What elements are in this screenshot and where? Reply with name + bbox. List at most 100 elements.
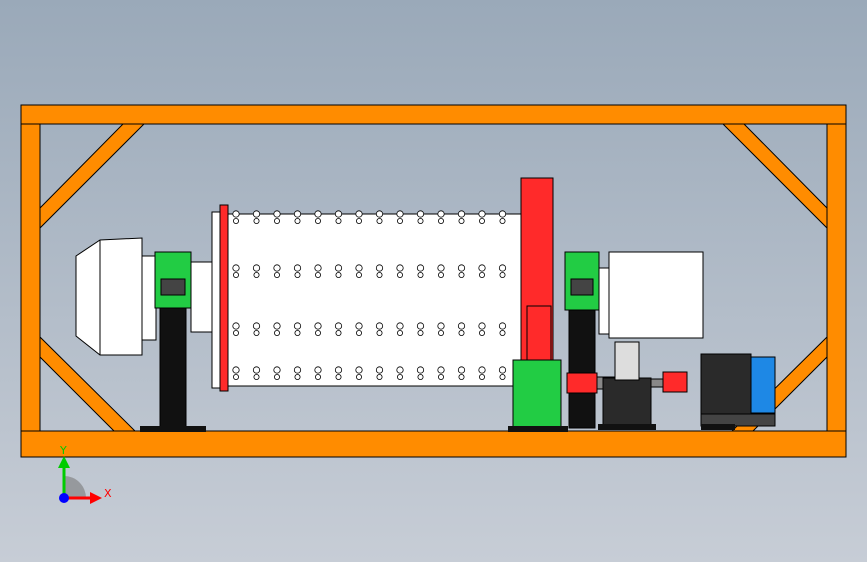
liner-bolt-nut <box>314 373 321 380</box>
liner-bolt-nut <box>437 329 444 336</box>
reducer-base <box>598 424 656 430</box>
liner-bolt <box>293 264 302 272</box>
liner-bolt-nut <box>335 373 342 380</box>
liner-bolt <box>478 210 486 218</box>
liner-bolt <box>416 210 425 218</box>
liner-bolt <box>416 264 425 272</box>
liner-bolt <box>293 210 302 218</box>
shell-body <box>227 213 523 387</box>
frame-bottom-beam <box>20 430 847 458</box>
liner-bolt-nut <box>458 329 465 336</box>
liner-bolt <box>457 366 466 374</box>
liner-bolt <box>273 366 281 374</box>
liner-bolt-nut <box>335 217 342 224</box>
liner-bolt-nut <box>458 271 465 278</box>
liner-bolt-nut <box>499 271 506 278</box>
liner-bolt <box>232 264 240 272</box>
liner-bolt-nut <box>499 373 506 380</box>
liner-bolt-nut <box>294 217 301 224</box>
feed-end-head[interactable] <box>75 237 157 356</box>
liner-bolt-nut <box>273 329 280 336</box>
liner-bolt-nut <box>232 217 239 224</box>
liner-bolt-nut <box>273 271 280 278</box>
frame-right-post <box>826 123 847 432</box>
x-axis-arrow <box>90 492 102 504</box>
liner-bolt <box>416 322 425 330</box>
liner-bolt-nut <box>314 271 321 278</box>
liner-bolt-nut <box>478 373 485 380</box>
feed-flange-ring <box>211 211 221 389</box>
liner-bolt <box>437 210 445 218</box>
liner-bolt <box>375 366 384 374</box>
liner-bolt <box>355 210 363 218</box>
girth-gear[interactable] <box>508 177 568 432</box>
drive-train[interactable] <box>566 341 776 430</box>
liner-bolt-nut <box>314 217 321 224</box>
liner-bolt-nut <box>499 329 506 336</box>
liner-bolt <box>478 366 486 374</box>
left-pedestal-base <box>140 426 206 432</box>
liner-bolt-nut <box>376 329 383 336</box>
liner-bolt <box>334 210 343 218</box>
liner-bolt <box>232 322 240 330</box>
liner-bolt <box>252 366 261 374</box>
pinion-coupling <box>566 372 598 394</box>
liner-bolt-nut <box>376 217 383 224</box>
motor-fan-cover <box>750 356 776 414</box>
liner-bolt-nut <box>335 271 342 278</box>
gear-base <box>512 359 562 429</box>
liner-bolt <box>232 210 240 218</box>
liner-bolt <box>334 322 343 330</box>
liner-bolts <box>232 210 507 380</box>
reducer-top <box>614 341 640 381</box>
x-axis-label: X <box>104 487 112 500</box>
liner-bolt-nut <box>294 373 301 380</box>
right-trunnion <box>598 267 610 335</box>
brace-top-right <box>721 123 828 230</box>
liner-bolt <box>334 366 343 374</box>
right-bearing-assembly[interactable] <box>564 251 704 429</box>
reducer-housing <box>602 377 652 429</box>
brace-top-left <box>39 123 146 230</box>
liner-bolt-nut <box>376 271 383 278</box>
liner-bolt <box>355 264 363 272</box>
liner-bolt-nut <box>396 329 403 336</box>
liner-bolt-nut <box>253 373 260 380</box>
liner-bolt-nut <box>417 373 424 380</box>
gear-base-plate <box>508 426 568 432</box>
liner-bolt-nut <box>232 329 239 336</box>
liner-bolt <box>437 366 445 374</box>
liner-bolt <box>498 366 507 374</box>
frame-left-post <box>20 123 41 432</box>
z-axis-dot <box>59 493 69 503</box>
axis-triad[interactable]: Y X <box>58 444 112 504</box>
liner-bolt <box>498 264 507 272</box>
liner-bolt-nut <box>437 217 444 224</box>
liner-bolt <box>457 322 466 330</box>
liner-bolt-nut <box>458 373 465 380</box>
liner-bolt-nut <box>499 217 506 224</box>
liner-bolt <box>396 210 404 218</box>
frame-top-beam <box>20 104 847 125</box>
liner-bolt-nut <box>355 271 362 278</box>
left-bearing-assembly[interactable] <box>140 251 214 432</box>
liner-bolt <box>273 210 281 218</box>
liner-bolt-nut <box>376 373 383 380</box>
liner-bolt <box>375 264 384 272</box>
liner-bolt <box>355 366 363 374</box>
liner-bolt-nut <box>294 329 301 336</box>
liner-bolt <box>252 210 261 218</box>
liner-bolt-nut <box>253 329 260 336</box>
left-bearing-cap <box>160 278 186 296</box>
liner-bolt-nut <box>437 373 444 380</box>
liner-bolt <box>396 264 404 272</box>
liner-bolt-nut <box>458 217 465 224</box>
liner-bolt <box>314 366 322 374</box>
feed-trunnion <box>141 255 157 341</box>
liner-bolt-nut <box>355 217 362 224</box>
liner-bolt <box>416 366 425 374</box>
liner-bolt <box>375 322 384 330</box>
discharge-trommel <box>608 251 704 339</box>
mill-shell[interactable] <box>211 204 523 392</box>
